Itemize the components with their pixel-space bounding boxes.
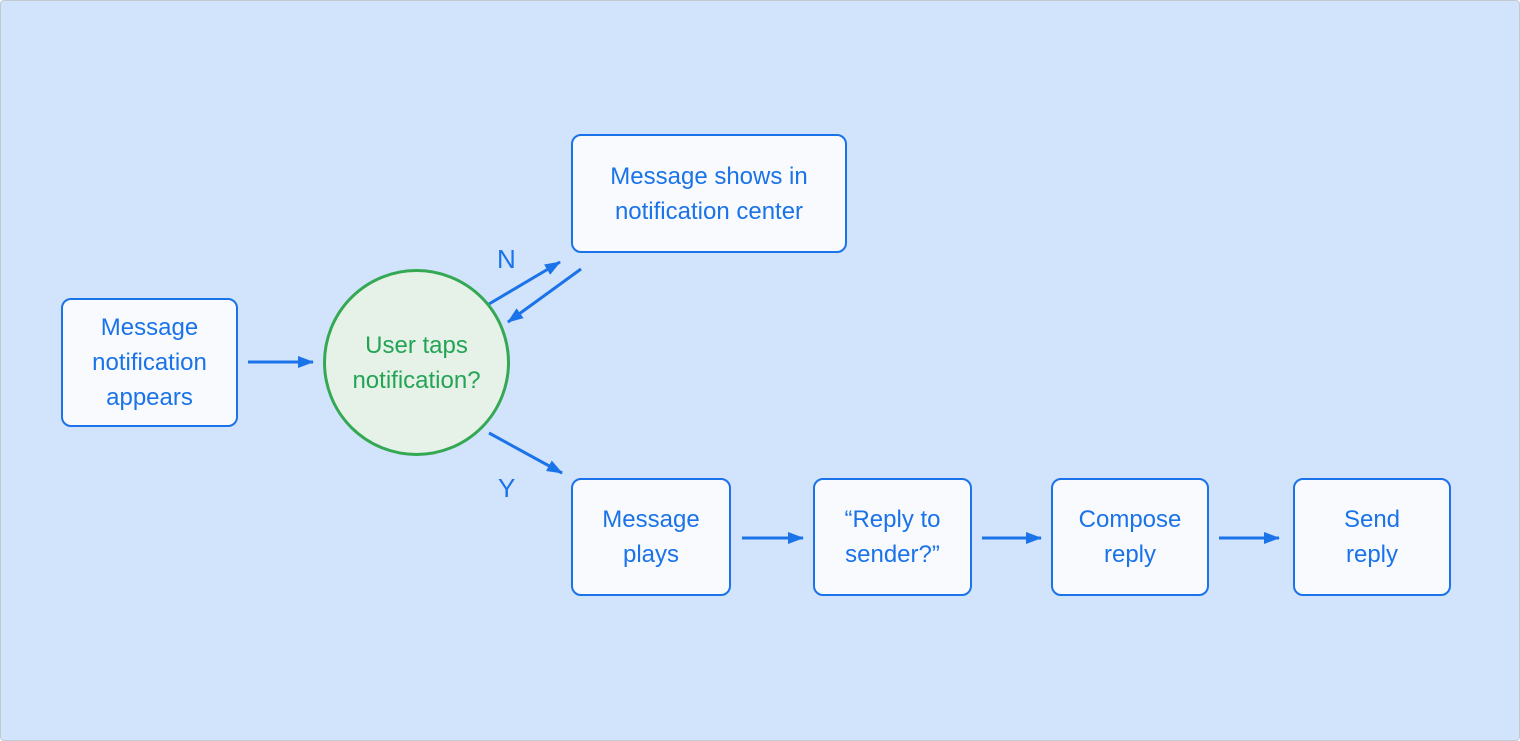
node-message-plays: Message plays [571, 478, 731, 596]
arrow-notif-center-to-decision [507, 267, 582, 324]
node-message-shows-in-notification-center: Message shows in notification center [571, 134, 847, 253]
node-user-taps-notification-decision: User taps notification? [323, 269, 510, 456]
arrow-decision-to-message-plays [488, 431, 563, 475]
edge-label-no: N [497, 244, 516, 274]
node-message-notification-appears: Message notification appears [61, 298, 238, 427]
node-send-reply: Send reply [1293, 478, 1451, 596]
node-compose-reply: Compose reply [1051, 478, 1209, 596]
edge-label-yes: Y [498, 473, 516, 503]
node-reply-to-sender: “Reply to sender?” [813, 478, 972, 596]
